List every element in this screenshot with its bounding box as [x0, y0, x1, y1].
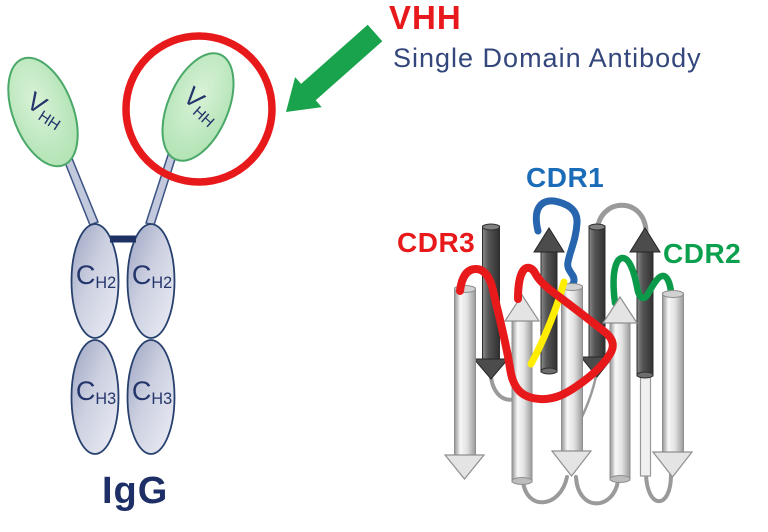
- ch3-right-label: CH3: [120, 376, 184, 409]
- beta-strand-l2-up: [503, 293, 541, 485]
- igg-ch2-left-ellipse: [70, 223, 120, 339]
- vhh-domain-left: [7, 56, 79, 168]
- igg-ch3-left-ellipse: [70, 339, 120, 455]
- vhh-structure: [443, 197, 694, 506]
- disulfide-bond: [527, 278, 568, 368]
- ch2-right-label: CH2: [120, 260, 184, 293]
- thin-strand-tube: [639, 376, 652, 477]
- beta-strand-l4-up: [601, 295, 639, 483]
- heading-vhh: VHH: [389, 0, 462, 36]
- ch-sub-text: H3: [95, 390, 117, 409]
- cdr3-label: CDR3: [397, 227, 476, 258]
- ch3-left-label: CH3: [64, 376, 128, 409]
- top-loop: [594, 202, 649, 236]
- igg-left-stalk: [63, 154, 99, 226]
- ch-sub-text: H3: [151, 390, 173, 409]
- igg-ch3-right-ellipse: [126, 339, 176, 455]
- ch-main-text: C: [131, 260, 152, 290]
- beta-strand-d1-down: [472, 223, 510, 380]
- bottom-loop-1: [521, 475, 569, 505]
- beta-strands-light: [443, 283, 694, 485]
- igg-label: IgG: [102, 470, 169, 512]
- igg-ch2-right-ellipse: [126, 223, 176, 339]
- ch-main-text: C: [131, 376, 152, 406]
- cdr1-label: CDR1: [526, 162, 605, 193]
- bottom-loop-2: [574, 475, 620, 506]
- ch-main-text: C: [75, 376, 96, 406]
- beta-strand-l1-down: [443, 285, 486, 480]
- beta-strand-l3-down: [550, 283, 593, 477]
- cdr1-loop: [532, 197, 581, 300]
- beta-strand-d4-up: [629, 227, 661, 379]
- pointer-arrow-icon: [286, 24, 383, 112]
- cdr2-label: CDR2: [663, 238, 742, 269]
- bottom-loop-3: [644, 472, 673, 504]
- ch-sub-text: H2: [151, 274, 173, 293]
- heading-subtitle: Single Domain Antibody: [393, 43, 702, 73]
- highlight-circle: [122, 32, 276, 186]
- igg-schematic: [7, 32, 276, 455]
- ch-sub-text: H2: [95, 274, 117, 293]
- ch2-left-label: CH2: [64, 260, 128, 293]
- vhh-domain-right: [161, 52, 235, 162]
- ch-main-text: C: [75, 260, 96, 290]
- cdr3-loop: [456, 263, 617, 404]
- beta-strand-l5-down: [651, 290, 694, 478]
- igg-hinge-bar: [110, 235, 136, 243]
